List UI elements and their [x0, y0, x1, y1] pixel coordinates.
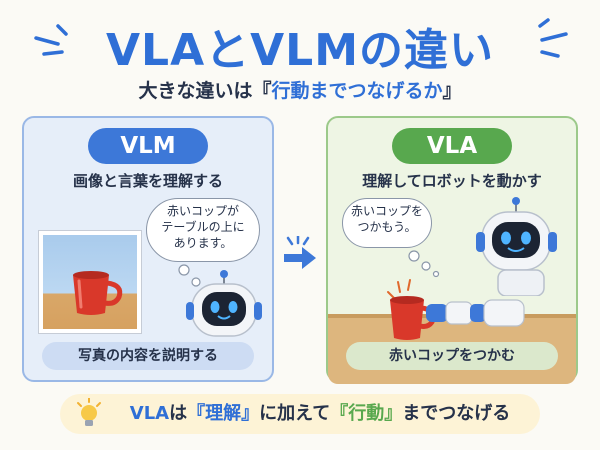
page-title: VLAとVLMの違い — [105, 25, 495, 76]
vlm-bubble-line: あります。 — [173, 236, 233, 250]
robot-icon — [186, 270, 262, 337]
subtitle-prefix: 大きな違いは『 — [138, 80, 272, 102]
sparkle-icon — [34, 24, 68, 56]
vla-speech-bubble: 赤いコップを つかもう。 — [342, 198, 432, 248]
footer-part1: VLA — [129, 403, 170, 424]
footer-text: VLAは『理解』に加えて『行動』までつなげる — [114, 394, 526, 434]
thought-dots — [178, 264, 210, 294]
footer-part6: までつなげる — [402, 403, 511, 424]
vlm-bottom-label: 写真の内容を説明する — [42, 342, 254, 370]
vlm-badge: VLM — [88, 128, 208, 164]
thought-dots — [408, 250, 440, 278]
subtitle-suffix: 』 — [442, 80, 462, 102]
vla-bubble-line: 赤いコップを — [350, 204, 423, 218]
vlm-panel: VLM 画像と言葉を理解する 赤いコップが テーブルの上に あります。 — [22, 116, 274, 382]
vlm-heading: 画像と言葉を理解する — [72, 172, 223, 190]
subtitle-highlight: 行動までつなげるか — [271, 80, 443, 102]
vlm-bubble-line: 赤いコップが — [166, 204, 239, 218]
vla-heading: 理解してロボットを動かす — [362, 172, 542, 190]
footer-part5: 『行動』 — [330, 403, 403, 424]
vla-badge: VLA — [392, 128, 512, 164]
lightbulb-icon — [77, 398, 101, 426]
vla-bubble-line: つかもう。 — [357, 220, 417, 234]
vlm-bubble-line: テーブルの上に — [161, 220, 245, 234]
robot-icon — [476, 197, 557, 296]
photo-frame-icon — [38, 230, 142, 334]
vla-bottom-label: 赤いコップをつかむ — [346, 342, 558, 370]
red-cup-icon — [73, 271, 123, 315]
red-cup-icon — [387, 279, 525, 340]
vlm-speech-bubble: 赤いコップが テーブルの上に あります。 — [146, 198, 260, 262]
footer-part4: に加えて — [259, 403, 331, 424]
footer-part3: 『理解』 — [187, 403, 260, 424]
right-arrow-icon — [284, 236, 316, 269]
footer-part2: は — [169, 403, 188, 424]
vla-panel: VLA 理解してロボットを動かす 赤いコップを つかもう。 — [326, 116, 578, 384]
footer-summary: VLAは『理解』に加えて『行動』までつなげる — [60, 394, 540, 434]
subtitle: 大きな違いは『行動までつなげるか』 — [0, 76, 600, 103]
sparkle-icon — [538, 18, 568, 58]
